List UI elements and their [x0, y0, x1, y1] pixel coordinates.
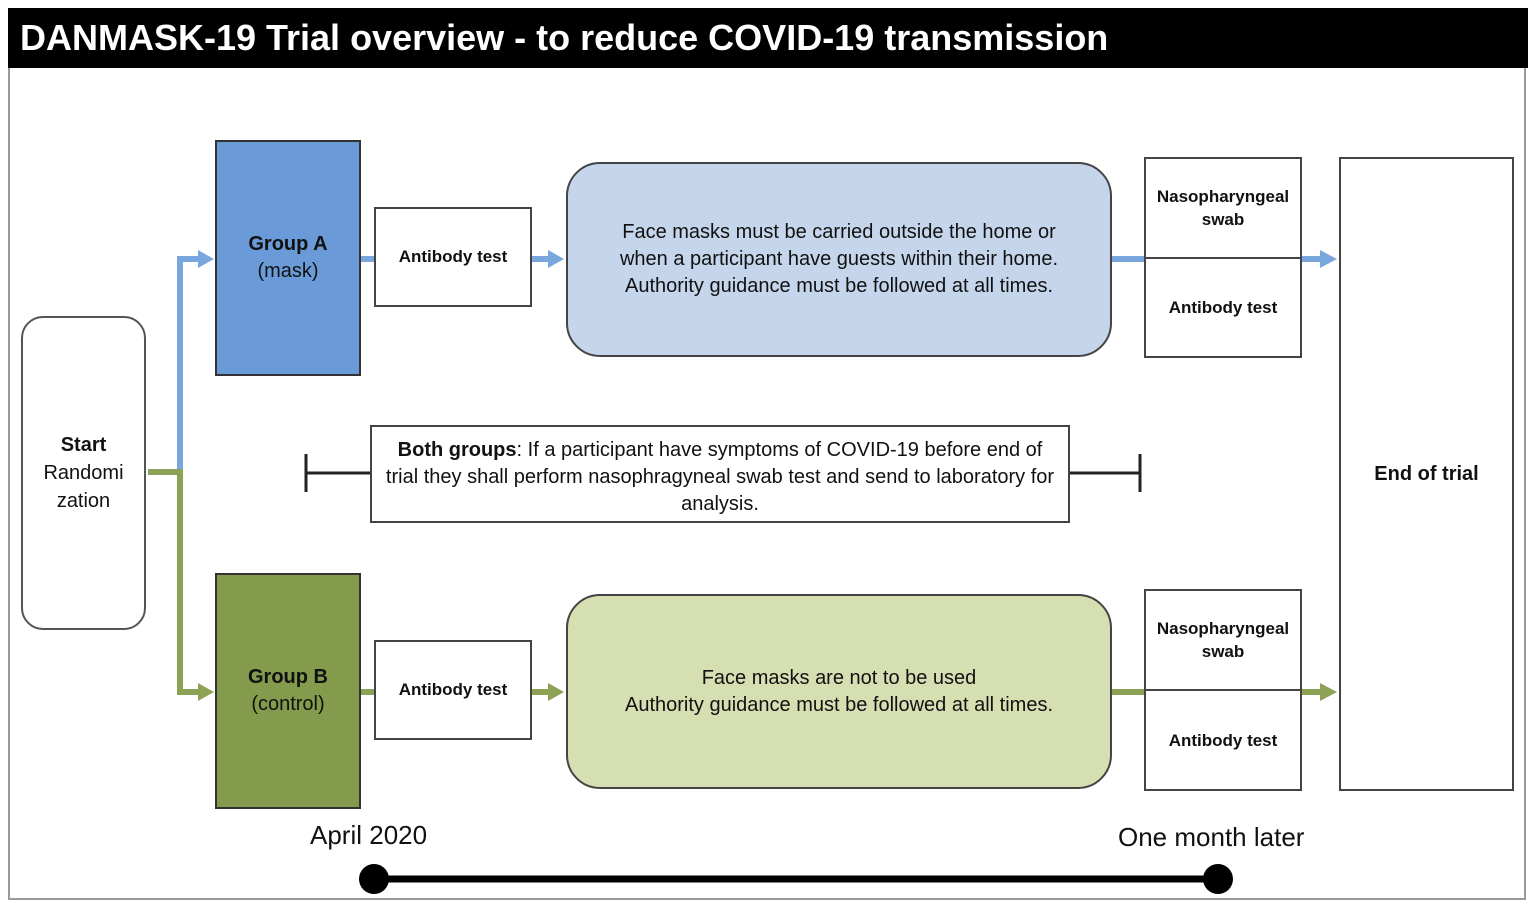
swab-a-box: Nasopharyngeal swab: [1144, 157, 1302, 259]
swab-a-label-1: Nasopharyngeal: [1156, 187, 1290, 206]
group-a-instructions-line2: when a participant have guests within th…: [619, 248, 1059, 270]
randomization-label-1: Randomi: [43, 462, 124, 484]
group-b-box: Group B (control): [215, 573, 361, 809]
group-b-sub: (control): [251, 693, 325, 715]
arrowhead-end-a: [1320, 250, 1337, 268]
group-a-instructions-line3: Authority guidance must be followed at a…: [625, 275, 1053, 297]
both-groups-bold: Both groups: [397, 439, 517, 461]
final-antibody-a-label: Antibody test: [1168, 298, 1278, 317]
timeline-bar: [359, 864, 1233, 894]
antibody-test-b-box: Antibody test: [374, 640, 532, 740]
start-to-group-b-connector: [148, 469, 200, 695]
both-groups-span-bracket: [304, 454, 1142, 492]
arrowhead-group-b: [198, 683, 214, 701]
group-a-name: Group A: [248, 233, 328, 255]
final-antibody-b-box: Antibody test: [1144, 689, 1302, 791]
group-b-instructions-line2: Authority guidance must be followed at a…: [625, 693, 1053, 716]
both-groups-note: Both groups: If a participant have sympt…: [370, 425, 1070, 523]
timeline-end-label: One month later: [1118, 822, 1305, 852]
start-label: Start: [60, 434, 107, 456]
start-to-group-a-connector: [148, 256, 200, 475]
group-b-instructions-box: Face masks are not to be used Authority …: [566, 594, 1112, 789]
group-a-sub: (mask): [257, 260, 319, 282]
antibody-test-b-label: Antibody test: [398, 680, 508, 699]
swab-b-box: Nasopharyngeal swab: [1144, 589, 1302, 691]
arrowhead-instructions-a: [548, 250, 564, 268]
antibody-test-a-label: Antibody test: [398, 247, 508, 266]
start-randomization-box: Start Randomi zation: [21, 316, 146, 630]
arrowhead-instructions-b: [548, 683, 564, 701]
group-b-instructions-line1: Face masks are not to be used: [701, 666, 977, 689]
group-a-box: Group A (mask): [215, 140, 361, 376]
arrowhead-group-a: [198, 250, 214, 268]
randomization-label-2: zation: [56, 490, 111, 512]
swab-b-label-1: Nasopharyngeal: [1156, 619, 1290, 638]
group-a-instructions-box: Face masks must be carried outside the h…: [566, 162, 1112, 357]
swab-a-label-2: swab: [1201, 210, 1245, 229]
end-of-trial-label: End of trial: [1374, 462, 1479, 485]
group-b-name: Group B: [248, 666, 328, 688]
swab-b-label-2: swab: [1201, 642, 1245, 661]
timeline-start-label: April 2020: [310, 820, 428, 850]
arrowhead-end-b: [1320, 683, 1337, 701]
both-groups-text: : If a participant have symptoms of COVI…: [385, 439, 1055, 515]
end-of-trial-box: End of trial: [1339, 157, 1514, 791]
antibody-test-a-box: Antibody test: [374, 207, 532, 307]
diagram-title: DANMASK-19 Trial overview - to reduce CO…: [8, 8, 1528, 68]
timeline-start-dot: [359, 864, 389, 894]
timeline-end-dot: [1203, 864, 1233, 894]
final-antibody-a-box: Antibody test: [1144, 257, 1302, 358]
final-antibody-b-label: Antibody test: [1168, 730, 1278, 750]
group-a-instructions-line1: Face masks must be carried outside the h…: [622, 221, 1056, 243]
